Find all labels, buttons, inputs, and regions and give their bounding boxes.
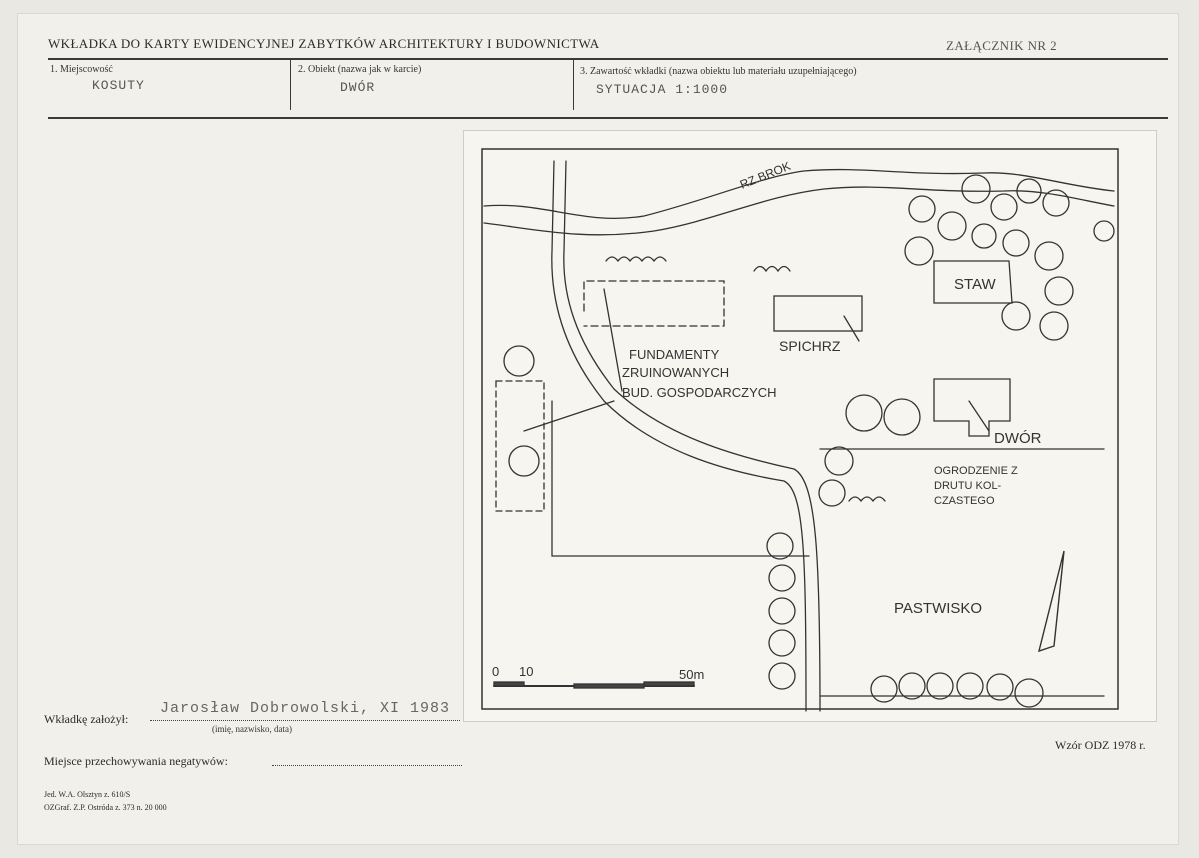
negatives-location-label: Miejsce przechowywania negatywów:	[44, 754, 228, 768]
foundation-west	[495, 380, 545, 512]
negatives-location-line	[272, 765, 462, 766]
leader-fundamenty-1	[603, 288, 623, 392]
label-pasture: PASTWISKO	[894, 600, 982, 617]
bush-pasture	[848, 496, 886, 503]
header-rule-bottom	[48, 117, 1168, 119]
leader-dwor	[968, 400, 990, 432]
founded-by-line	[150, 720, 460, 721]
scale-label-50: 50m	[679, 667, 704, 682]
foundation-north	[583, 280, 725, 327]
tree-cluster-ne	[904, 174, 1115, 341]
label-granary: SPICHRZ	[779, 338, 841, 354]
road-west-edge	[551, 160, 807, 712]
printer-note-1: Jed. W.A. Olsztyn z. 610/S	[44, 790, 131, 799]
bush-row-north	[605, 256, 667, 263]
river-bank-south	[483, 186, 1115, 236]
field-divider-2	[573, 60, 574, 110]
label-foundations-1: FUNDAMENTY	[629, 347, 720, 362]
tree-group-dwor	[503, 345, 921, 507]
field-object-label: 2. Obiekt (nazwa jak w karcie)	[298, 64, 422, 75]
tree-row-road	[766, 532, 796, 690]
site-plan-drawing: RZ.BROK STAW SPICHRZ FUNDAMENTY ZRUINOWA…	[481, 148, 1119, 712]
annex-number: ZAŁĄCZNIK NR 2	[946, 38, 1058, 53]
printer-note-2: OZGraf. Z.P. Ostróda z. 373 n. 20 000	[44, 803, 167, 812]
label-pond: STAW	[954, 276, 997, 293]
founded-by-hint: (imię, nazwisko, data)	[212, 724, 292, 734]
label-fence-3: CZASTEGO	[934, 495, 995, 507]
header-rule-top	[48, 58, 1168, 60]
field-location-value: KOSUTY	[92, 78, 145, 93]
document-title: WKŁADKA DO KARTY EWIDENCYJNEJ ZABYTKÓW A…	[48, 36, 600, 51]
scale-bar-segment-3	[643, 681, 695, 687]
granary-outline	[773, 295, 863, 332]
bush-near-granary	[753, 265, 791, 273]
founded-by-value: Jarosław Dobrowolski, XI 1983	[160, 700, 451, 717]
field-boundary-left	[551, 400, 810, 557]
north-arrow-icon	[1038, 550, 1065, 653]
scale-label-10: 10	[519, 664, 533, 679]
map-border	[481, 148, 1119, 710]
field-contents-value: SYTUACJA 1:1000	[596, 82, 729, 97]
leader-spichrz	[843, 315, 860, 342]
label-river: RZ.BROK	[738, 159, 793, 192]
field-object-value: DWÓR	[340, 80, 376, 95]
scale-bar-segment-1	[493, 681, 525, 687]
field-location-label: 1. Miejscowość	[50, 64, 113, 75]
founded-by-label: Wkładkę założył:	[44, 712, 129, 726]
tree-row-south	[870, 672, 1044, 708]
leader-fundamenty-2	[523, 400, 615, 432]
scale-label-0: 0	[492, 664, 499, 679]
label-manor: DWÓR	[994, 430, 1042, 447]
road-east-edge	[563, 160, 821, 712]
field-contents-label: 3. Zawartość wkładki (nazwa obiektu lub …	[580, 66, 857, 77]
site-plan-map: RZ.BROK STAW SPICHRZ FUNDAMENTY ZRUINOWA…	[463, 130, 1157, 722]
label-fence-2: DRUTU KOL-	[934, 480, 1002, 492]
manor-outline	[933, 378, 1011, 437]
label-foundations-3: BUD. GOSPODARCZYCH	[622, 385, 777, 400]
label-fence-1: OGRODZENIE Z	[934, 465, 1018, 477]
label-foundations-2: ZRUINOWANYCH	[622, 365, 729, 380]
scale-bar-segment-2	[573, 683, 645, 689]
form-pattern-note: Wzór ODZ 1978 r.	[1055, 738, 1146, 752]
field-divider-1	[290, 60, 291, 110]
river-bank-north	[483, 168, 1115, 220]
